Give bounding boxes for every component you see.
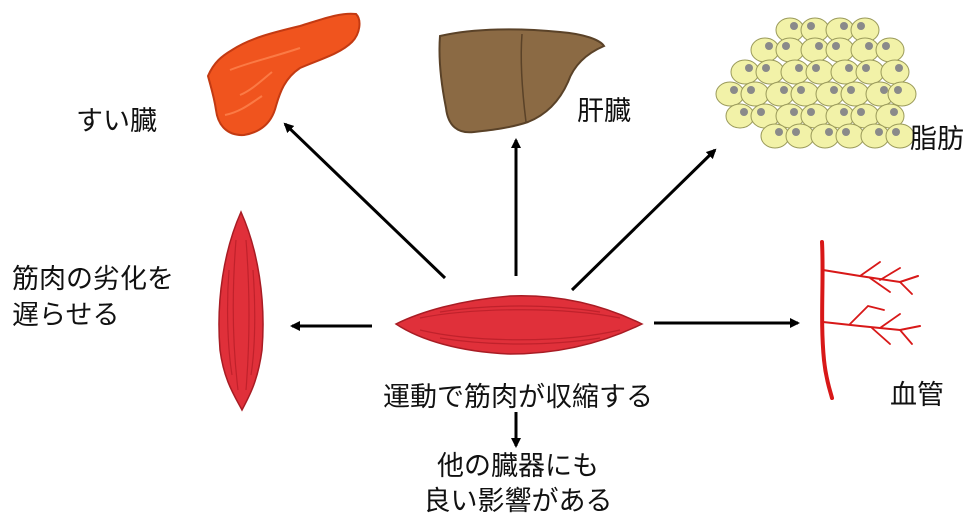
fat-cell	[841, 82, 869, 106]
fat-cell	[791, 82, 819, 106]
label-blood-vessel: 血管	[890, 378, 944, 414]
fat-cell-nucleus	[894, 86, 902, 94]
fat-cell-nucleus	[790, 22, 798, 30]
muscle-icon	[219, 212, 263, 410]
fat-cell-nucleus	[797, 86, 805, 94]
fat-cell-nucleus	[757, 108, 765, 116]
fat-cell	[751, 38, 779, 62]
fat-cell	[756, 60, 784, 84]
fat-cell	[888, 82, 916, 106]
fat-cell	[851, 38, 879, 62]
fat-cell	[741, 82, 769, 106]
fat-cell	[881, 60, 909, 84]
fat-cell-nucleus	[762, 64, 770, 72]
fat-cell-nucleus	[790, 108, 798, 116]
label-muscle-aging-line1: 筋肉の劣化を	[12, 262, 174, 298]
fat-cell	[761, 124, 789, 148]
fat-cell-nucleus	[807, 22, 815, 30]
fat-cell-nucleus	[775, 128, 783, 136]
fat-cell-nucleus	[740, 108, 748, 116]
fat-cell-nucleus	[812, 64, 820, 72]
fat-cell	[726, 104, 754, 128]
fat-cell-nucleus	[792, 128, 800, 136]
pancreas-icon	[208, 14, 359, 135]
fat-cell-nucleus	[780, 86, 788, 94]
fat-cell	[731, 60, 759, 84]
fat-cell	[811, 124, 839, 148]
fat-cell-nucleus	[747, 86, 755, 94]
muscle-icon	[396, 296, 642, 354]
label-muscle-aging-line2: 遅らせる	[12, 298, 119, 334]
fat-cell-nucleus	[862, 64, 870, 72]
fat-cell-nucleus	[857, 22, 865, 30]
label-effect-line2: 良い影響がある	[388, 484, 648, 520]
label-fat: 脂肪	[910, 122, 964, 158]
fat-cell	[801, 38, 829, 62]
fat-cell	[716, 82, 744, 106]
fat-cell	[856, 60, 884, 84]
fat-cell-nucleus	[880, 86, 888, 94]
fat-cell	[876, 38, 904, 62]
fat-cell	[826, 38, 854, 62]
fat-cell	[831, 60, 859, 84]
fat-cell-nucleus	[730, 86, 738, 94]
fat-cell-nucleus	[842, 128, 850, 136]
fat-cells-icon	[716, 18, 916, 148]
fat-cell	[861, 124, 889, 148]
fat-cell-nucleus	[825, 128, 833, 136]
label-pancreas: すい臓	[76, 104, 157, 140]
fat-cell	[836, 124, 864, 148]
fat-cell-nucleus	[832, 42, 840, 50]
fat-cell-nucleus	[745, 64, 753, 72]
label-center: 運動で筋肉が収縮する	[368, 380, 668, 416]
fat-cell	[806, 60, 834, 84]
fat-cell-nucleus	[830, 86, 838, 94]
fat-cell-nucleus	[847, 86, 855, 94]
fat-cell-nucleus	[895, 64, 903, 72]
fat-cell-nucleus	[845, 64, 853, 72]
fat-cell	[766, 82, 794, 106]
fat-cell	[786, 124, 814, 148]
fat-cell-nucleus	[840, 22, 848, 30]
arrow-to-pancreas	[285, 124, 445, 278]
fat-cell-nucleus	[890, 108, 898, 116]
arrow-to-fat	[572, 150, 715, 290]
label-effect-line1: 他の臓器にも	[398, 449, 638, 485]
fat-cell-nucleus	[875, 128, 883, 136]
fat-cell-nucleus	[765, 42, 773, 50]
fat-cell-nucleus	[865, 42, 873, 50]
fat-cell	[816, 82, 844, 106]
fat-cell-nucleus	[782, 42, 790, 50]
fat-cell-nucleus	[795, 64, 803, 72]
fat-cell-nucleus	[815, 42, 823, 50]
blood-vessel-icon	[822, 242, 920, 398]
label-liver: 肝臓	[577, 94, 631, 130]
fat-cell-nucleus	[857, 108, 865, 116]
fat-cell-nucleus	[892, 128, 900, 136]
fat-cell	[776, 38, 804, 62]
fat-cell	[781, 60, 809, 84]
fat-cell-nucleus	[840, 108, 848, 116]
fat-cell-nucleus	[882, 42, 890, 50]
fat-cell-nucleus	[807, 108, 815, 116]
